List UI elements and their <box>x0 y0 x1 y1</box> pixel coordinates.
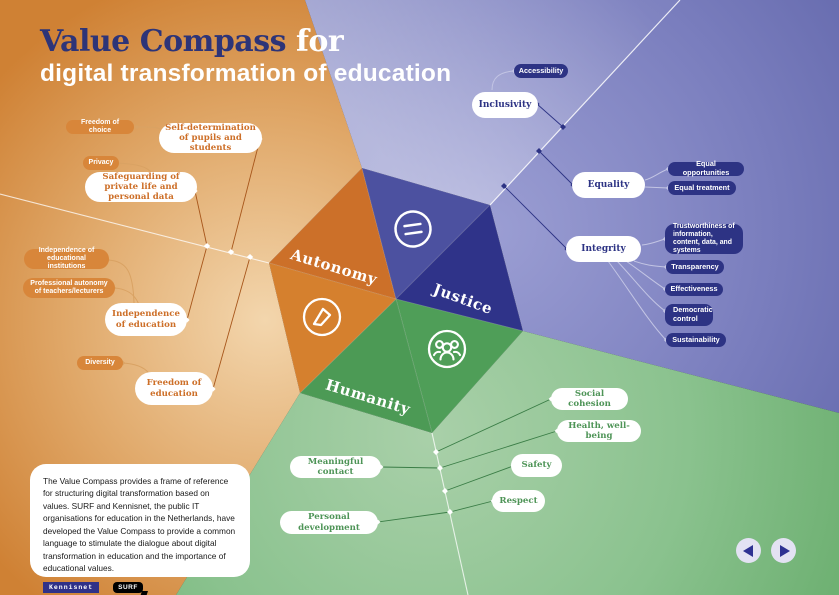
arrow-left-icon <box>742 544 753 557</box>
tag-privacy: Privacy <box>83 156 119 170</box>
value-integrity: Integrity <box>566 236 641 262</box>
kennisnet-logo: Kennisnet <box>43 581 100 593</box>
value-health-wellbeing: Health, well-being <box>557 420 641 442</box>
value-safeguarding: Safeguarding of private life and persona… <box>85 172 197 202</box>
tag-independence-institutions: Independence of educational institutions <box>24 247 109 270</box>
people-group-icon <box>427 329 467 369</box>
compass-icon <box>302 297 342 337</box>
tag-equal-treatment: Equal treatment <box>668 181 736 195</box>
justice-connectors <box>503 103 574 250</box>
tag-sustainability: Sustainability <box>666 333 726 347</box>
value-social-cohesion: Social cohesion <box>551 388 628 410</box>
page-title: Value Compass for digital transformation… <box>40 26 451 86</box>
tag-diversity: Diversity <box>77 356 123 370</box>
autonomy-spine-line <box>0 193 270 264</box>
value-independence-education: Independence of education <box>105 303 187 336</box>
value-freedom-education: Freedom of education <box>135 372 213 405</box>
justice-spine-line <box>489 0 681 206</box>
value-inclusivity: Inclusivity <box>472 92 538 118</box>
title-accent: Value Compass <box>40 24 287 59</box>
logo-row: Kennisnet SURF <box>43 581 237 593</box>
tag-transparency: Transparency <box>666 260 724 274</box>
title-suffix: for <box>286 24 344 59</box>
tag-accessibility: Accessibility <box>514 64 568 78</box>
title-line2: digital transformation of education <box>40 59 452 87</box>
autonomy-icon-triangle <box>268 262 397 394</box>
value-meaningful-contact: Meaningful contact <box>290 456 381 478</box>
autonomy-region-background <box>0 0 362 595</box>
next-slide-button[interactable] <box>771 538 796 563</box>
tag-democratic-control: Democratic control <box>665 304 713 326</box>
tag-effectiveness: Effectiveness <box>665 283 723 296</box>
value-compass-hexagon <box>268 167 524 434</box>
arrow-right-icon <box>779 544 790 557</box>
justice-tag-elbows <box>491 70 669 341</box>
tag-professional-autonomy: Professional autonomy of teachers/lectur… <box>23 278 115 298</box>
humanity-connectors <box>377 398 558 523</box>
value-respect: Respect <box>492 490 545 512</box>
value-self-determination: Self-determination of pupils and student… <box>159 123 262 153</box>
description-box: The Value Compass provides a frame of re… <box>30 464 250 593</box>
equals-icon <box>394 210 432 248</box>
value-personal-development: Personal development <box>280 511 378 534</box>
description-text: The Value Compass provides a frame of re… <box>43 476 236 574</box>
surf-logo: SURF <box>113 581 143 593</box>
tag-freedom-of-choice: Freedom of choice <box>66 119 134 134</box>
tag-equal-opportunities: Equal opportunities <box>668 160 744 177</box>
value-equality: Equality <box>572 172 645 198</box>
tag-trustworthiness: Trustworthiness of information, content,… <box>665 223 743 254</box>
previous-slide-button[interactable] <box>736 538 761 563</box>
autonomy-connectors <box>186 138 261 390</box>
value-safety: Safety <box>511 454 562 477</box>
